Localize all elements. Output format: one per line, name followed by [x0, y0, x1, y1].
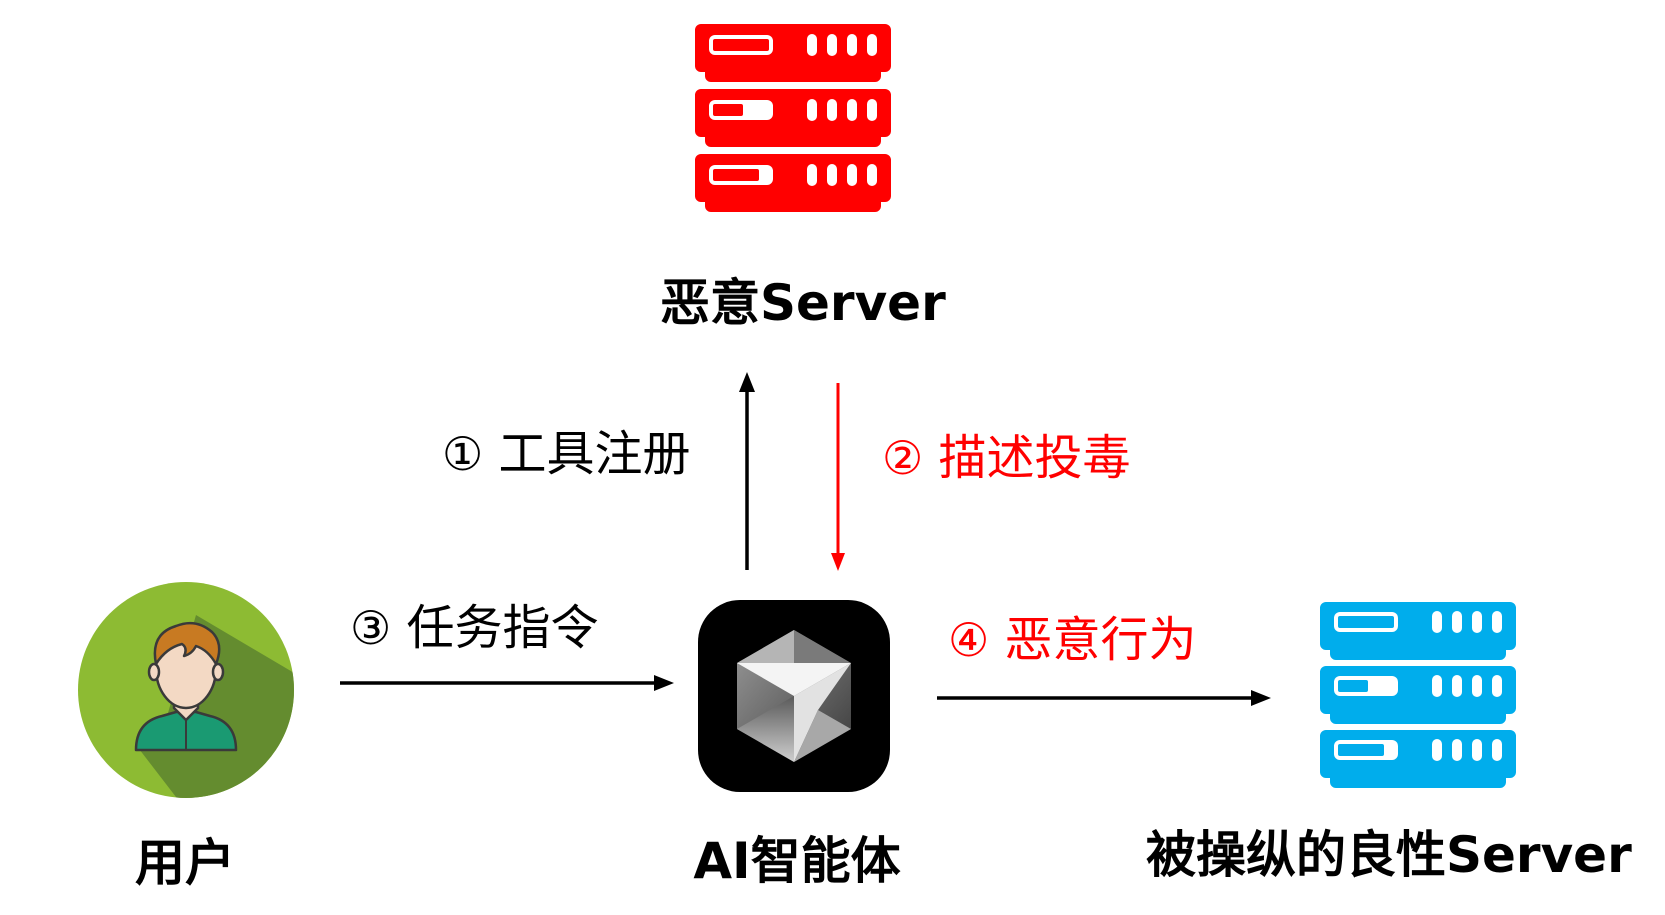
led-dots	[1432, 611, 1502, 761]
step-1-number: ①	[442, 427, 484, 481]
benign-server-icon	[1320, 602, 1516, 788]
malicious-server-icon	[695, 24, 891, 212]
step-2-text: 描述投毒	[938, 430, 1131, 486]
person-figure	[134, 621, 238, 752]
step-3-number: ③	[350, 601, 392, 655]
user-avatar-icon	[78, 582, 294, 798]
ai-cube-logo-icon	[698, 600, 890, 792]
step-4-label: ④ 恶意行为	[948, 616, 1197, 664]
benign-server-label: 被操纵的良性Server	[1146, 826, 1632, 884]
malicious-server-label: 恶意Server	[660, 274, 946, 332]
step-2-label: ② 描述投毒	[882, 434, 1131, 482]
arrow-tool-registration	[739, 372, 755, 570]
arrow-description-poisoning	[831, 383, 845, 571]
arrow-malicious-action	[937, 690, 1271, 706]
step-3-label: ③ 任务指令	[350, 604, 599, 652]
step-2-number: ②	[882, 431, 924, 485]
user-label: 用户	[135, 834, 235, 892]
step-1-text: 工具注册	[498, 426, 691, 482]
step-3-text: 任务指令	[406, 600, 599, 656]
agent-label: AI智能体	[693, 832, 901, 890]
led-dots	[807, 34, 877, 186]
step-4-text: 恶意行为	[1004, 612, 1197, 668]
step-4-number: ④	[948, 613, 990, 667]
step-1-label: ① 工具注册	[442, 430, 691, 478]
arrow-task-instruction	[340, 675, 674, 691]
